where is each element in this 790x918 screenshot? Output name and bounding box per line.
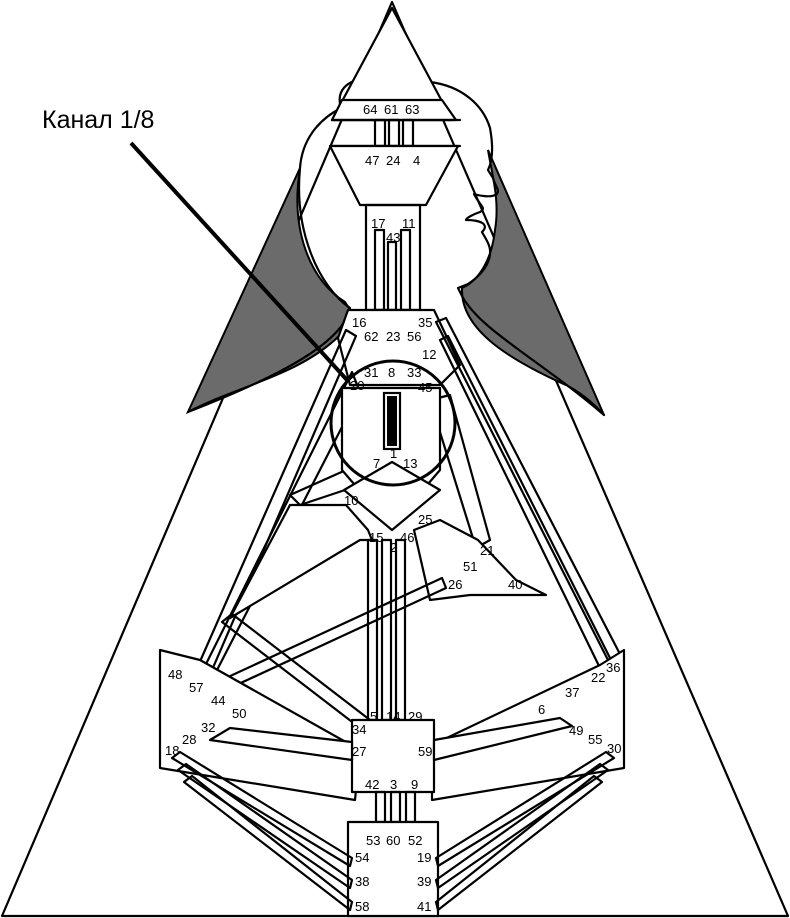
gate-21: 21 — [480, 543, 494, 558]
gate-51: 51 — [463, 559, 477, 574]
gate-49: 49 — [569, 723, 583, 738]
root-center — [346, 820, 440, 918]
gate-46: 46 — [400, 530, 414, 545]
gate-6: 6 — [538, 702, 545, 717]
gate-17: 17 — [371, 216, 385, 231]
gate-56: 56 — [407, 329, 421, 344]
channel-3-60 — [389, 790, 402, 824]
gate-11: 11 — [402, 216, 416, 231]
channel-1-8 — [387, 396, 397, 446]
gate-27: 27 — [352, 744, 366, 759]
gate-48: 48 — [168, 667, 182, 682]
channel-45-21 — [428, 393, 492, 550]
gate-30: 30 — [607, 741, 621, 756]
gate-54: 54 — [355, 850, 369, 865]
gate-13: 13 — [403, 456, 417, 471]
highlight-circle — [329, 359, 457, 487]
ego-center — [412, 518, 548, 602]
gate-34: 34 — [352, 722, 366, 737]
gate-53: 53 — [366, 833, 380, 848]
gate-45: 45 — [418, 380, 432, 395]
gate-20: 20 — [350, 378, 364, 393]
gate-38: 38 — [355, 874, 369, 889]
channel-61-24 — [387, 118, 401, 148]
channel-17-62 — [373, 228, 386, 312]
gate-36: 36 — [606, 660, 620, 675]
channel-28-38 — [176, 762, 354, 890]
gate-37: 37 — [565, 685, 579, 700]
gate-10: 10 — [344, 493, 358, 508]
solar-sacral-link — [432, 716, 574, 762]
gate-40: 40 — [508, 577, 522, 592]
channel-55-39 — [434, 762, 610, 890]
channel-15-5 — [366, 538, 379, 722]
gate-2: 2 — [390, 540, 397, 555]
gate-5: 5 — [370, 709, 377, 724]
gate-57: 57 — [189, 680, 203, 695]
gate-19: 19 — [417, 850, 431, 865]
gate-43: 43 — [386, 230, 400, 245]
channel-9-52 — [404, 790, 417, 824]
gate-29: 29 — [408, 709, 422, 724]
gate-23: 23 — [386, 329, 400, 344]
head-outline — [338, 76, 606, 417]
gate-32: 32 — [201, 720, 215, 735]
gate-55: 55 — [588, 732, 602, 747]
pointer-line — [129, 141, 349, 382]
gate-15: 15 — [369, 530, 383, 545]
gate-58: 58 — [355, 899, 369, 914]
gate-39: 39 — [417, 874, 431, 889]
channel-46-29 — [394, 538, 407, 722]
gate-1: 1 — [390, 446, 397, 461]
channel-18-58 — [170, 750, 354, 868]
gate-41: 41 — [417, 899, 431, 914]
gate-64: 64 — [363, 102, 377, 117]
channel-64-47 — [373, 118, 387, 148]
gate-42: 42 — [365, 777, 379, 792]
spleen-sacral-link — [208, 726, 354, 762]
gate-61: 61 — [384, 102, 398, 117]
gate-47: 47 — [365, 153, 379, 168]
gate-33: 33 — [407, 365, 421, 380]
gate-16: 16 — [352, 315, 366, 330]
channel-49-19 — [434, 774, 604, 912]
gate-35: 35 — [418, 315, 432, 330]
gate-52: 52 — [408, 833, 422, 848]
channel-30-41 — [434, 750, 616, 868]
gate-7: 7 — [373, 456, 380, 471]
channel-32-54 — [182, 774, 354, 912]
gate-14: 14 — [386, 709, 400, 724]
silhouette-right — [460, 149, 605, 416]
gate-9: 9 — [411, 777, 418, 792]
channel-43-23 — [386, 240, 398, 312]
channel-42-53 — [374, 790, 387, 824]
gate-24: 24 — [386, 153, 400, 168]
channel-11-56 — [399, 228, 412, 312]
gate-3: 3 — [390, 777, 397, 792]
gate-60: 60 — [386, 833, 400, 848]
mid-center — [228, 503, 374, 620]
ajna-center — [328, 144, 460, 207]
gate-18: 18 — [165, 743, 179, 758]
gate-26: 26 — [448, 577, 462, 592]
gate-62: 62 — [364, 329, 378, 344]
channel-2-14 — [380, 538, 393, 722]
gate-31: 31 — [364, 365, 378, 380]
shoulder-left — [186, 106, 352, 414]
gate-4: 4 — [413, 153, 420, 168]
channel-63-4 — [401, 118, 415, 148]
gate-12: 12 — [422, 347, 436, 362]
gate-8: 8 — [388, 365, 395, 380]
gate-63: 63 — [405, 102, 419, 117]
gate-59: 59 — [418, 744, 432, 759]
gate-25: 25 — [418, 512, 432, 527]
gate-28: 28 — [182, 732, 196, 747]
gate-50: 50 — [232, 706, 246, 721]
gate-22: 22 — [591, 670, 605, 685]
gate-44: 44 — [211, 693, 225, 708]
channel-label: Канал 1/8 — [42, 106, 154, 134]
